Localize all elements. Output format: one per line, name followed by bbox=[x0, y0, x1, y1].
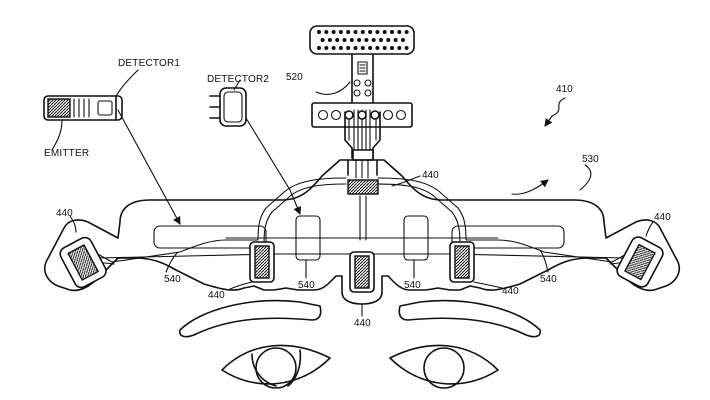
center-electrode bbox=[348, 180, 378, 194]
connector-pin bbox=[343, 38, 347, 42]
connector-pin bbox=[405, 30, 409, 34]
connector-pin bbox=[361, 46, 365, 50]
connector-pin bbox=[335, 38, 339, 42]
detector2-device bbox=[210, 88, 246, 126]
connector-pin bbox=[375, 46, 379, 50]
connector-pin bbox=[357, 38, 361, 42]
connector-pin bbox=[354, 46, 358, 50]
connector-pin bbox=[339, 46, 343, 50]
label-emitter: EMITTER bbox=[44, 148, 89, 159]
connector-pin bbox=[368, 30, 372, 34]
connector-pin bbox=[317, 46, 321, 50]
connector-pin bbox=[350, 38, 354, 42]
connector-pin bbox=[390, 46, 394, 50]
connector-pin bbox=[354, 30, 358, 34]
connector-pin bbox=[383, 30, 387, 34]
connector-pin bbox=[328, 38, 332, 42]
connector-pin bbox=[386, 38, 390, 42]
label-540-right: 540 bbox=[540, 274, 557, 285]
connector-pin bbox=[364, 38, 368, 42]
label-530: 530 bbox=[582, 154, 599, 165]
label-440-left: 440 bbox=[56, 208, 73, 219]
connector-pin bbox=[361, 30, 365, 34]
connector-pin bbox=[405, 46, 409, 50]
connector-pin bbox=[379, 38, 383, 42]
connector-pin bbox=[317, 30, 321, 34]
connector-pin bbox=[383, 46, 387, 50]
label-440-right: 440 bbox=[654, 212, 671, 223]
label-detector1: DETECTOR1 bbox=[118, 58, 180, 69]
connector-pin bbox=[372, 38, 376, 42]
connector-pin bbox=[401, 38, 405, 42]
connector-pin bbox=[375, 30, 379, 34]
label-detector2: DETECTOR2 bbox=[207, 74, 269, 85]
label-540-left: 540 bbox=[164, 274, 181, 285]
label-520: 520 bbox=[286, 72, 303, 83]
label-440-center: 440 bbox=[354, 318, 371, 329]
label-540-right-inner: 540 bbox=[404, 280, 421, 291]
label-410: 410 bbox=[556, 84, 573, 95]
connector-pin bbox=[368, 46, 372, 50]
face-eyebrows-eyes bbox=[180, 301, 541, 388]
electrodes bbox=[58, 235, 666, 292]
connector-pin bbox=[321, 38, 325, 42]
connector-pin bbox=[324, 30, 328, 34]
connector-pin bbox=[332, 46, 336, 50]
label-440-left-inner: 440 bbox=[208, 290, 225, 301]
connector-pin bbox=[324, 46, 328, 50]
label-440-right-inner: 440 bbox=[502, 286, 519, 297]
label-540-left-inner: 540 bbox=[298, 280, 315, 291]
connector-pin bbox=[346, 30, 350, 34]
connector-pin bbox=[397, 30, 401, 34]
connector-pin bbox=[397, 46, 401, 50]
label-440-hub: 440 bbox=[422, 170, 439, 181]
connector-pin bbox=[390, 30, 394, 34]
emitter-detector-device bbox=[44, 96, 122, 120]
connector-pin bbox=[332, 30, 336, 34]
connector-pin bbox=[346, 46, 350, 50]
connector-pin bbox=[394, 38, 398, 42]
connector-pin bbox=[339, 30, 343, 34]
